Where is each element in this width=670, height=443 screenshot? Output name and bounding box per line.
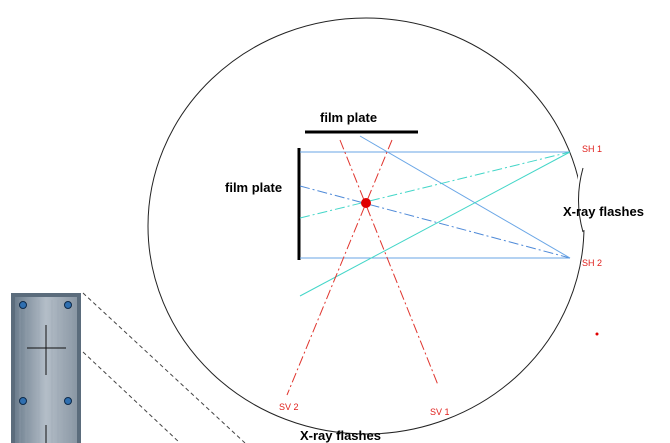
- film-plate-top-label: film plate: [320, 110, 377, 125]
- sh2-label: SH 2: [582, 258, 602, 268]
- screw-hole-3: [19, 397, 27, 405]
- target-dot: [361, 198, 371, 208]
- xray-flashes-right-label: X-ray flashes: [563, 204, 644, 219]
- screw-hole-2: [64, 301, 72, 309]
- xray-flashes-bottom-label: X-ray flashes: [300, 428, 381, 443]
- screw-hole-4: [64, 397, 72, 405]
- ray-sh2-diag-dash: [299, 185, 571, 259]
- inset-connector-2: [82, 351, 181, 443]
- port-arc: [578, 167, 584, 233]
- inset-connector-1: [82, 292, 246, 443]
- ray-cyan-2: [299, 151, 571, 297]
- sv2-label: SV 2: [279, 402, 299, 412]
- plate-photo-inset: [11, 293, 81, 443]
- film-plate-left-label: film plate: [225, 180, 282, 195]
- ray-cyan-1: [299, 151, 571, 219]
- ray-sv2: [286, 139, 393, 396]
- screw-hole-1: [19, 301, 27, 309]
- sh1-label: SH 1: [582, 144, 602, 154]
- chamber-circle: [147, 17, 585, 435]
- sv1-label: SV 1: [430, 407, 450, 417]
- port-gap: [578, 172, 588, 230]
- stray-dot: [595, 332, 599, 336]
- ray-sv1: [339, 139, 439, 386]
- ray-sh1-diag-to-plate: [359, 135, 571, 259]
